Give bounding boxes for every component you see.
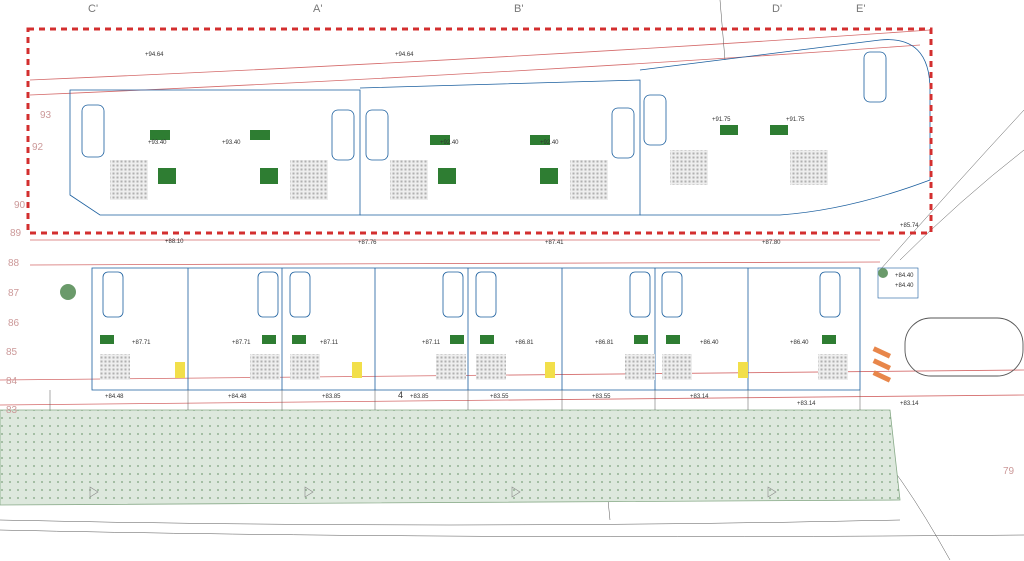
level-label: +94.64	[145, 52, 164, 58]
level-label: +91.75	[786, 117, 805, 123]
section-marker: A'	[313, 3, 322, 15]
level-label: +87.71	[232, 340, 251, 346]
level-label: +87.80	[762, 240, 781, 246]
contour-label: 88	[8, 258, 20, 269]
level-label: +93.40	[148, 140, 167, 146]
contour-labels: 93 92 90 89 88 87 86 85 84 83 79	[6, 110, 1015, 477]
section-marker: D'	[772, 3, 782, 15]
corner-levels: +84.40 +84.40	[895, 273, 914, 289]
level-label: +93.40	[222, 140, 241, 146]
orange-steps	[872, 346, 892, 383]
contour-label: 86	[8, 318, 20, 329]
section-marker: C'	[88, 3, 98, 15]
level-label: +83.14	[690, 394, 709, 400]
level-label: +86.40	[700, 340, 719, 346]
corner-patio	[60, 267, 919, 300]
contour-label: 90	[14, 200, 26, 211]
contour-label: 93	[40, 110, 52, 121]
level-label: +84.40	[895, 273, 914, 279]
level-label: +88.10	[165, 239, 184, 245]
level-label: +83.55	[592, 394, 611, 400]
level-label: +84.48	[105, 394, 124, 400]
contour-label: 83	[6, 405, 18, 416]
level-label: +92.40	[440, 140, 459, 146]
section-markers: C' A' B' D' E'	[88, 3, 865, 15]
contour-label: 87	[8, 288, 20, 299]
top-house-row	[69, 39, 931, 216]
level-label: +85.74	[900, 223, 919, 229]
middle-road-levels: +88.10 +87.76 +87.41 +87.80 +85.74	[165, 223, 919, 246]
level-label: +92.40	[540, 140, 559, 146]
level-label: +87.71	[132, 340, 151, 346]
lot-number: 4	[398, 390, 403, 400]
lower-road-levels: +84.48 +84.48 +83.85 +83.85 +83.55 +83.5…	[105, 394, 919, 407]
level-label: +94.64	[395, 52, 414, 58]
contour-label: 85	[6, 347, 18, 358]
level-label: +87.41	[545, 240, 564, 246]
section-marker: E'	[856, 3, 865, 15]
top-row-levels: +94.64 +94.64 +93.40 +93.40 +92.40 +92.4…	[145, 52, 805, 146]
level-label: +86.81	[595, 340, 614, 346]
level-label: +91.75	[712, 117, 731, 123]
contour-label: 89	[10, 228, 22, 239]
level-label: +83.14	[900, 401, 919, 407]
level-label: +83.55	[490, 394, 509, 400]
level-label: +87.76	[358, 240, 377, 246]
contour-label: 84	[6, 376, 18, 387]
middle-row-levels: +87.71 +87.71 +87.11 +87.11 +86.81 +86.8…	[132, 340, 809, 346]
level-label: +83.14	[797, 401, 816, 407]
pool	[904, 317, 1024, 377]
green-field	[0, 409, 1024, 537]
level-label: +87.11	[422, 340, 441, 346]
level-label: +87.11	[320, 340, 339, 346]
level-label: +84.48	[228, 394, 247, 400]
middle-house-row	[91, 267, 861, 391]
contour-label: 79	[1003, 466, 1015, 477]
level-label: +84.40	[895, 283, 914, 289]
level-label: +86.81	[515, 340, 534, 346]
highlight-boundary	[26, 27, 933, 235]
lot-dividers	[49, 390, 861, 410]
section-marker: B'	[514, 3, 523, 15]
section-arrows	[89, 486, 777, 498]
level-label: +86.40	[790, 340, 809, 346]
level-label: +83.85	[410, 394, 429, 400]
level-label: +83.85	[322, 394, 341, 400]
contour-label: 92	[32, 142, 44, 153]
